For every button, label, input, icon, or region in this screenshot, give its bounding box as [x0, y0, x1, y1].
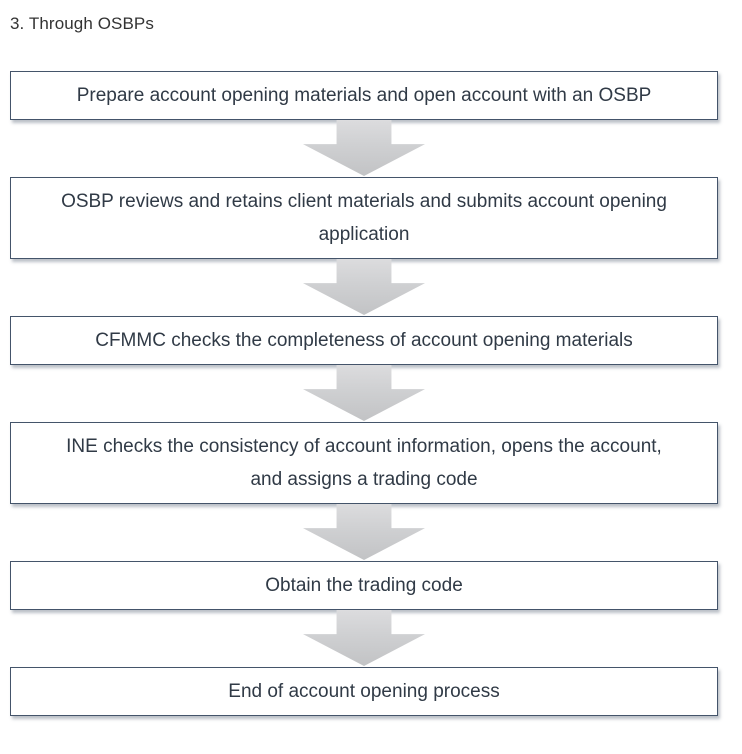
down-arrow-icon — [303, 365, 425, 421]
flow-step-label: Prepare account opening materials and op… — [76, 85, 652, 106]
flow-step-end-process: End of account opening process — [10, 667, 718, 716]
flow-step-label: INE checks the consistency of account in… — [66, 436, 662, 490]
flow-step-osbp-reviews: OSBP reviews and retains client material… — [10, 177, 718, 259]
down-arrow-icon — [303, 259, 425, 315]
flow-step-label: CFMMC checks the completeness of account… — [95, 330, 633, 351]
down-arrow-icon — [303, 504, 425, 560]
connector-gap — [10, 365, 718, 422]
flow-step-ine-checks: INE checks the consistency of account in… — [10, 422, 718, 504]
down-arrow-icon — [303, 120, 425, 176]
flowchart: Prepare account opening materials and op… — [10, 71, 718, 716]
flow-step-label: Obtain the trading code — [265, 575, 463, 596]
connector-gap — [10, 120, 718, 177]
flow-step-prepare-materials: Prepare account opening materials and op… — [10, 71, 718, 120]
connector-gap — [10, 610, 718, 667]
flow-step-label: OSBP reviews and retains client material… — [61, 191, 667, 245]
down-arrow-icon — [303, 610, 425, 666]
flow-step-label: End of account opening process — [228, 681, 500, 702]
connector-gap — [10, 259, 718, 316]
flow-step-obtain-code: Obtain the trading code — [10, 561, 718, 610]
flow-step-cfmmc-checks: CFMMC checks the completeness of account… — [10, 316, 718, 365]
connector-gap — [10, 504, 718, 561]
section-title: 3. Through OSBPs — [10, 14, 154, 33]
